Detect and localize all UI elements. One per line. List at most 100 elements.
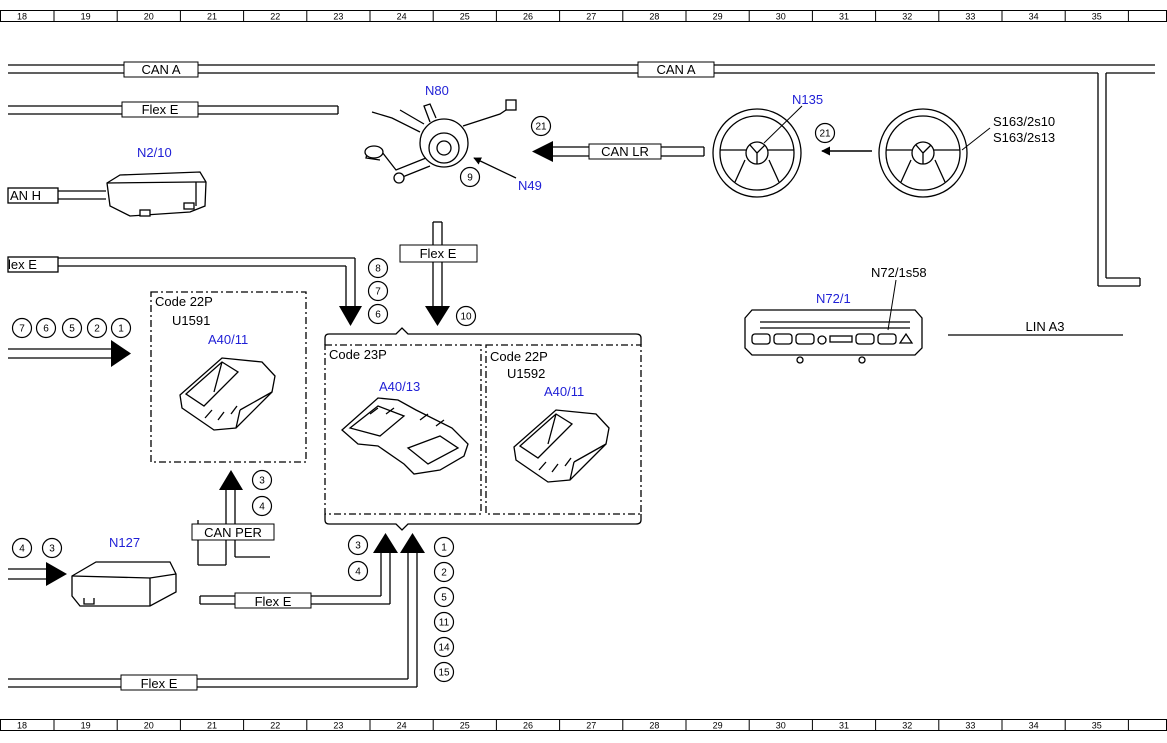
flex-e-mid-label: Flex E — [399, 244, 478, 263]
circled-number: 3 — [347, 534, 369, 556]
circled-number: 4 — [11, 537, 33, 559]
ruler-column-label: 28 — [649, 721, 659, 731]
code-box-middle: Code 23P A40/13 — [324, 344, 482, 515]
ruler-column-label: 27 — [586, 12, 596, 22]
circled-number: 5 — [61, 317, 83, 339]
can-h-text: AN H — [10, 188, 41, 203]
n80-column-switch — [364, 99, 517, 184]
ruler-column-label: 20 — [144, 721, 154, 731]
n49-pointer — [473, 157, 517, 179]
circled-number-text: 10 — [460, 312, 472, 323]
ruler-column-label: 28 — [649, 12, 659, 22]
ruler-column-label: 29 — [713, 12, 723, 22]
n80-label: N80 — [425, 83, 449, 98]
circled-number-text: 14 — [438, 643, 450, 654]
circled-number-text: 11 — [439, 618, 450, 629]
n72-1-label: N72/1 — [816, 291, 851, 306]
ruler-column-label: 18 — [17, 12, 27, 22]
circled-number-text: 21 — [819, 129, 831, 140]
ruler-column-label: 32 — [902, 721, 912, 731]
ruler-column-label: 34 — [1029, 12, 1039, 22]
ruler-column-label: 27 — [586, 721, 596, 731]
circled-number: 9 — [459, 166, 481, 188]
can-lr-arrow — [532, 141, 553, 162]
circled-number-text: 3 — [259, 476, 265, 487]
circled-number: 14 — [433, 636, 455, 658]
circled-number-text: 3 — [49, 544, 55, 555]
ruler-column-label: 18 — [17, 721, 27, 731]
ruler-column-label: 31 — [839, 721, 849, 731]
s163-pointer — [961, 127, 991, 151]
circled-number: 21 — [814, 122, 836, 144]
n135-label: N135 — [792, 92, 823, 107]
circled-number: 8 — [367, 257, 389, 279]
ruler-column-label: 30 — [776, 721, 786, 731]
circled-number-text: 7 — [375, 287, 381, 298]
n127-input-arrow — [46, 562, 67, 586]
code-box-left: Code 22P U1591 A40/11 — [150, 291, 307, 463]
ruler-column-label: 22 — [270, 721, 280, 731]
circled-number-text: 6 — [375, 310, 381, 321]
ruler-column-label: 24 — [397, 721, 407, 731]
can-per-arrow — [219, 470, 243, 490]
circled-number: 2 — [433, 561, 455, 583]
flex-e-bottom1-text: Flex E — [255, 594, 292, 609]
left-input-arrow — [111, 340, 131, 367]
ruler-column-label: 19 — [81, 721, 91, 731]
flex-e-bottom2-arrow — [400, 533, 425, 553]
circled-number-text: 4 — [19, 544, 25, 555]
ruler-column-label: 31 — [839, 12, 849, 22]
circled-number: 5 — [433, 586, 455, 608]
circled-number-text: 4 — [355, 567, 361, 578]
circled-number: 6 — [35, 317, 57, 339]
circled-number: 4 — [251, 495, 273, 517]
circled-number: 6 — [367, 303, 389, 325]
ruler-column-label: 30 — [776, 12, 786, 22]
code-box-middle-code: Code 23P — [329, 347, 387, 362]
circled-number-text: 5 — [441, 593, 447, 604]
a40-11-right-label: A40/11 — [544, 384, 584, 399]
circled-number-text: 7 — [19, 324, 25, 335]
circled-number: 11 — [433, 611, 455, 633]
can-lr-label: CAN LR — [588, 143, 662, 160]
code-box-right-code: Code 22P — [490, 349, 548, 364]
n2-10-label: N2/10 — [137, 145, 172, 160]
n72-1s58-label: N72/1s58 — [871, 265, 927, 280]
ruler-column-label: 26 — [523, 12, 533, 22]
flex-e-bottom1-arrow — [373, 533, 398, 553]
can-a-text-1: CAN A — [141, 62, 180, 77]
code-box-right: Code 22P U1592 A40/11 — [485, 344, 642, 515]
flex-e-bottom1-label: Flex E — [234, 592, 312, 609]
code-box-left-code: Code 22P — [155, 294, 213, 309]
can-per-text: CAN PER — [204, 525, 262, 540]
flex-e-bottom2-bus — [8, 552, 418, 688]
ruler-column-label: 21 — [207, 12, 217, 22]
flex-e-left-text: lex E — [8, 257, 37, 272]
can-lr-text: CAN LR — [601, 144, 649, 159]
flex-e-mid-text: Flex E — [420, 246, 457, 261]
code-box-left-sub: U1591 — [172, 313, 210, 328]
flex-e-bottom2-label: Flex E — [120, 674, 198, 691]
ruler-column-label: 23 — [333, 12, 343, 22]
flex-e-top-label: Flex E — [121, 101, 199, 118]
circled-number: 21 — [530, 115, 552, 137]
circled-number-text: 15 — [438, 668, 450, 679]
circled-number-text: 21 — [535, 122, 547, 133]
circled-number: 1 — [110, 317, 132, 339]
can-h-bus — [7, 187, 106, 204]
a40-13-module — [341, 397, 469, 475]
n127-label: N127 — [109, 535, 140, 550]
circled-number: 7 — [11, 317, 33, 339]
circled-number: 1 — [433, 536, 455, 558]
ruler-column-label: 34 — [1029, 721, 1039, 731]
flex-e-left-bus — [7, 256, 356, 306]
a40-11-right-connector — [513, 409, 610, 483]
circled-number-text: 5 — [69, 324, 75, 335]
circled-number: 3 — [251, 469, 273, 491]
circled-number-text: 2 — [441, 568, 447, 579]
circled-number: 3 — [41, 537, 63, 559]
flex-e-mid-bus — [432, 221, 443, 306]
s163-label-2: S163/2s13 — [993, 130, 1055, 145]
n135-steering-wheel — [712, 108, 802, 198]
